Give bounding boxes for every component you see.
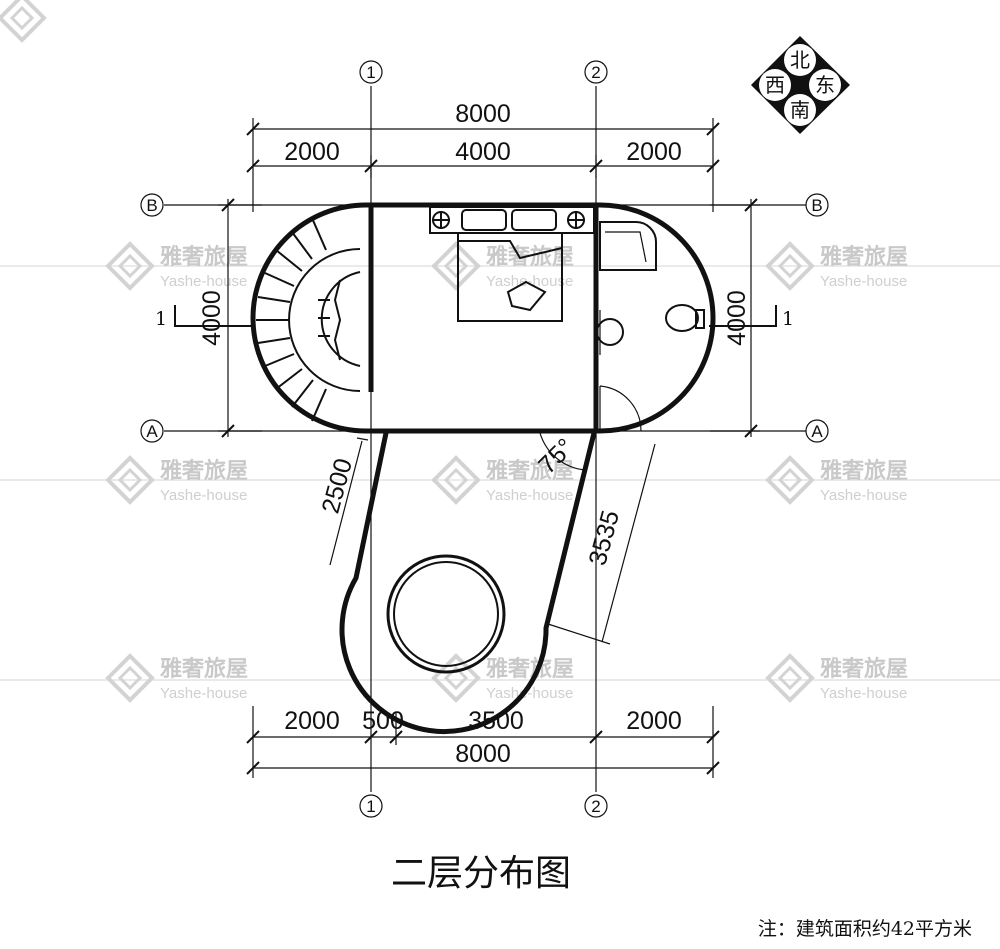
dim-bottom-mid: 3500 bbox=[468, 707, 524, 735]
axis-bubble-rowA-right: A bbox=[805, 419, 829, 443]
svg-text:1: 1 bbox=[782, 308, 794, 330]
spiral-stair bbox=[256, 217, 361, 422]
watermark-en: Yashe-house bbox=[820, 685, 907, 702]
dim-top-right: 2000 bbox=[626, 138, 682, 166]
area-note: 注：建筑面积约42平方米 bbox=[758, 918, 972, 940]
section-mark-left: 1 bbox=[155, 305, 252, 330]
watermark-layer bbox=[0, 0, 1000, 681]
svg-text:B: B bbox=[146, 196, 157, 215]
axis-bubble-col2-bottom: 2 bbox=[584, 794, 608, 818]
watermark-cn: 雅奢旅屋 bbox=[486, 656, 574, 682]
axis-bubble-col1-bottom: 1 bbox=[359, 794, 383, 818]
right-dimension: 4000 bbox=[710, 198, 760, 438]
dim-bottom-total: 8000 bbox=[455, 740, 511, 768]
bathroom-fixtures bbox=[596, 221, 705, 432]
watermark-cn: 雅奢旅屋 bbox=[160, 244, 248, 270]
dim-bottom-small: 500 bbox=[362, 707, 404, 735]
bed bbox=[429, 206, 595, 322]
svg-text:2: 2 bbox=[591, 797, 600, 816]
axis-bubble-col1-top: 1 bbox=[359, 60, 383, 84]
watermark-cn: 雅奢旅屋 bbox=[486, 458, 574, 484]
watermark-cn: 雅奢旅屋 bbox=[160, 458, 248, 484]
dim-left-height: 4000 bbox=[198, 290, 226, 346]
watermark-en: Yashe-house bbox=[486, 273, 573, 290]
watermark-en: Yashe-house bbox=[486, 685, 573, 702]
svg-text:A: A bbox=[146, 422, 158, 441]
building-walls bbox=[250, 202, 716, 735]
watermark-cn: 雅奢旅屋 bbox=[820, 244, 908, 270]
axis-bubble-rowA-left: A bbox=[140, 419, 164, 443]
left-dimension: 4000 bbox=[198, 198, 262, 438]
dim-wing-width: 2500 bbox=[317, 455, 358, 516]
svg-text:2: 2 bbox=[591, 63, 600, 82]
watermark-en: Yashe-house bbox=[160, 273, 247, 290]
svg-text:1: 1 bbox=[155, 308, 167, 330]
dim-wing-length: 3535 bbox=[584, 507, 625, 568]
dim-top-mid: 4000 bbox=[455, 138, 511, 166]
bottom-dimensions: 2000 500 3500 2000 8000 bbox=[246, 706, 720, 778]
watermark-en: Yashe-house bbox=[160, 487, 247, 504]
watermarks: 雅奢旅屋 Yashe-house 雅奢旅屋 Yashe-house 雅奢旅屋 Y… bbox=[105, 241, 908, 703]
watermark-en: Yashe-house bbox=[820, 487, 907, 504]
compass-icon: 北 东 南 西 bbox=[751, 36, 850, 134]
dim-top-left: 2000 bbox=[284, 138, 340, 166]
compass-west: 西 bbox=[765, 73, 785, 97]
svg-text:A: A bbox=[811, 422, 823, 441]
dim-right-height: 4000 bbox=[723, 290, 751, 346]
dim-bottom-right: 2000 bbox=[626, 707, 682, 735]
watermark-cn: 雅奢旅屋 bbox=[160, 656, 248, 682]
axis-bubble-rowB-left: B bbox=[140, 193, 164, 217]
axis-bubble-rowB-right: B bbox=[805, 193, 829, 217]
compass-east: 东 bbox=[815, 73, 835, 97]
watermark-en: Yashe-house bbox=[486, 487, 573, 504]
watermark-en: Yashe-house bbox=[820, 273, 907, 290]
watermark-cn: 雅奢旅屋 bbox=[820, 656, 908, 682]
dim-bottom-left: 2000 bbox=[284, 707, 340, 735]
axis-bubble-col2-top: 2 bbox=[584, 60, 608, 84]
round-fixture bbox=[386, 554, 506, 674]
compass-south: 南 bbox=[790, 98, 810, 122]
svg-text:B: B bbox=[811, 196, 822, 215]
svg-text:1: 1 bbox=[366, 797, 375, 816]
compass-north: 北 bbox=[790, 48, 810, 72]
svg-text:1: 1 bbox=[366, 63, 375, 82]
section-mark-right: 1 bbox=[709, 305, 794, 330]
watermark-cn: 雅奢旅屋 bbox=[820, 458, 908, 484]
dim-top-total: 8000 bbox=[455, 100, 511, 128]
watermark-en: Yashe-house bbox=[160, 685, 247, 702]
top-dimensions: 8000 2000 4000 2000 bbox=[246, 100, 720, 212]
drawing-title: 二层分布图 bbox=[391, 853, 571, 894]
axis-lines bbox=[164, 86, 806, 792]
